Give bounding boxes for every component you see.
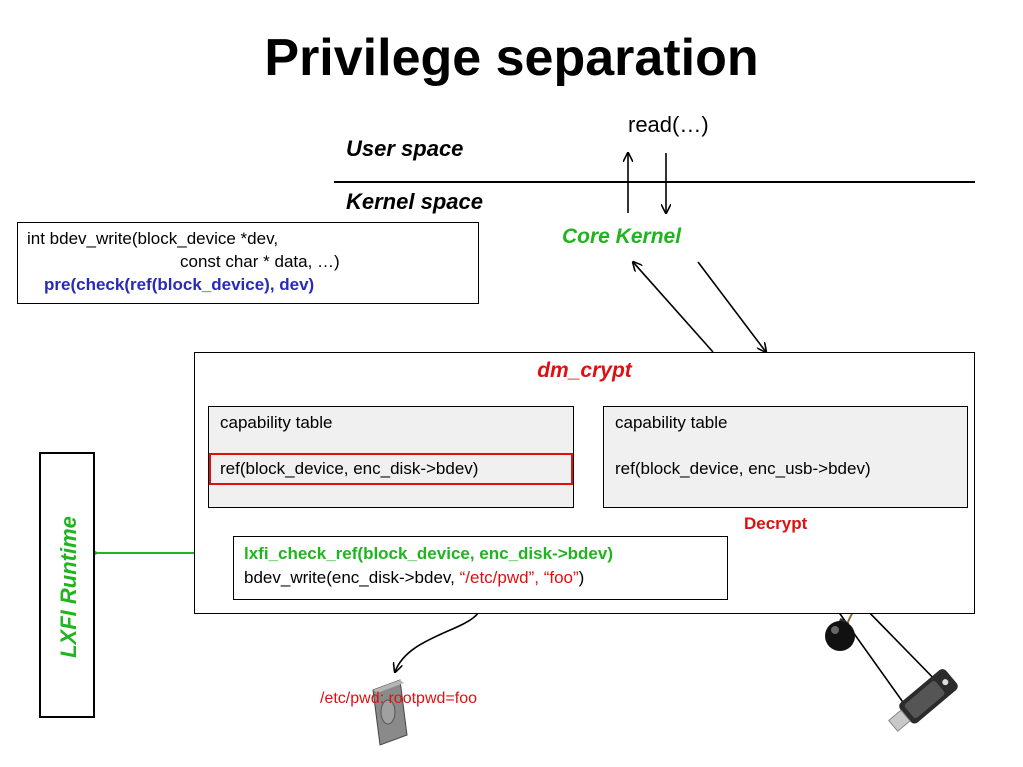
lxfi-runtime-box: LXFI Runtime: [39, 452, 95, 718]
module-to-kernel-arrow: [697, 261, 766, 352]
hard-disk-icon: [372, 679, 408, 746]
capability-entry-highlight: [209, 453, 573, 485]
write-call-suffix: ): [578, 568, 585, 587]
slide-title: Privilege separation: [264, 29, 759, 87]
kernel-to-module-arrow: [633, 262, 714, 353]
core-kernel-label: Core Kernel: [562, 225, 682, 248]
capability-entry: ref(block_device, enc_usb->bdev): [615, 459, 871, 478]
write-call-args: “/etc/pwd”, “foo”: [459, 568, 579, 587]
user-space-label: User space: [346, 136, 464, 161]
write-call-line: bdev_write(enc_disk->bdev, “/etc/pwd”, “…: [244, 566, 584, 589]
lxfi-runtime-label: LXFI Runtime: [56, 516, 81, 658]
code-annotation-box: int bdev_write(block_device *dev, const …: [17, 222, 479, 304]
usb-drive-icon: [888, 669, 958, 732]
capability-entry: ref(block_device, enc_disk->bdev): [220, 459, 479, 478]
decrypt-label: Decrypt: [744, 514, 808, 533]
syscall-label: read(…): [628, 112, 709, 137]
capability-table-left: capability table ref(block_device, enc_d…: [208, 406, 574, 508]
check-call-line: lxfi_check_ref(block_device, enc_disk->b…: [244, 544, 613, 563]
code-line-3: pre(check(ref(block_device), dev): [44, 275, 315, 294]
write-call-prefix: bdev_write(enc_disk->bdev,: [244, 568, 460, 587]
code-line-2: const char * data, …): [180, 252, 340, 271]
capability-table-title: capability table: [220, 413, 333, 432]
capability-table-right: capability table ref(block_device, enc_u…: [603, 406, 968, 508]
pwd-result-label: /etc/pwd: rootpwd=foo: [320, 690, 477, 707]
code-line-1: int bdev_write(block_device *dev,: [27, 229, 279, 248]
dm-crypt-title: dm_crypt: [537, 359, 632, 382]
capability-table-title: capability table: [615, 413, 728, 432]
call-box: lxfi_check_ref(block_device, enc_disk->b…: [233, 536, 728, 600]
kernel-space-label: Kernel space: [346, 189, 483, 214]
